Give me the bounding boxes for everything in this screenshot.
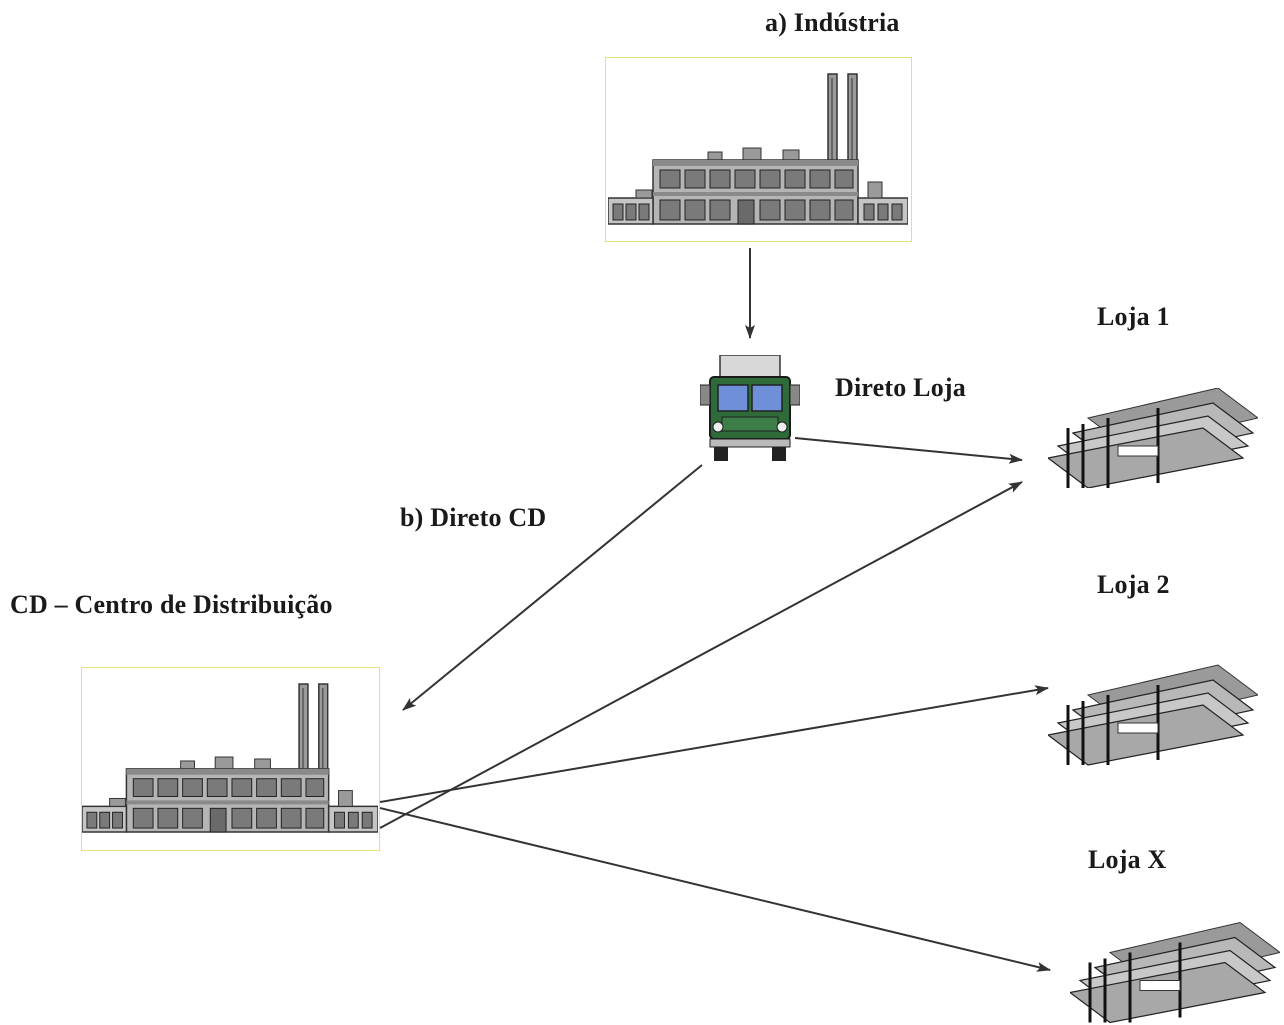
store1-building-icon xyxy=(1048,388,1258,488)
arrow-truck-store1 xyxy=(795,438,1022,460)
arrow-cd-store2 xyxy=(380,688,1048,802)
storeX-building-icon xyxy=(1070,923,1280,1023)
arrow-cd-store1 xyxy=(380,482,1022,828)
arrow-cd-storeX xyxy=(380,808,1050,970)
truck-icon xyxy=(700,355,800,461)
industry-factory-icon xyxy=(608,74,908,224)
cd-factory-icon xyxy=(82,684,378,832)
arrow-truck-cd xyxy=(403,465,702,710)
store2-building-icon xyxy=(1048,665,1258,765)
